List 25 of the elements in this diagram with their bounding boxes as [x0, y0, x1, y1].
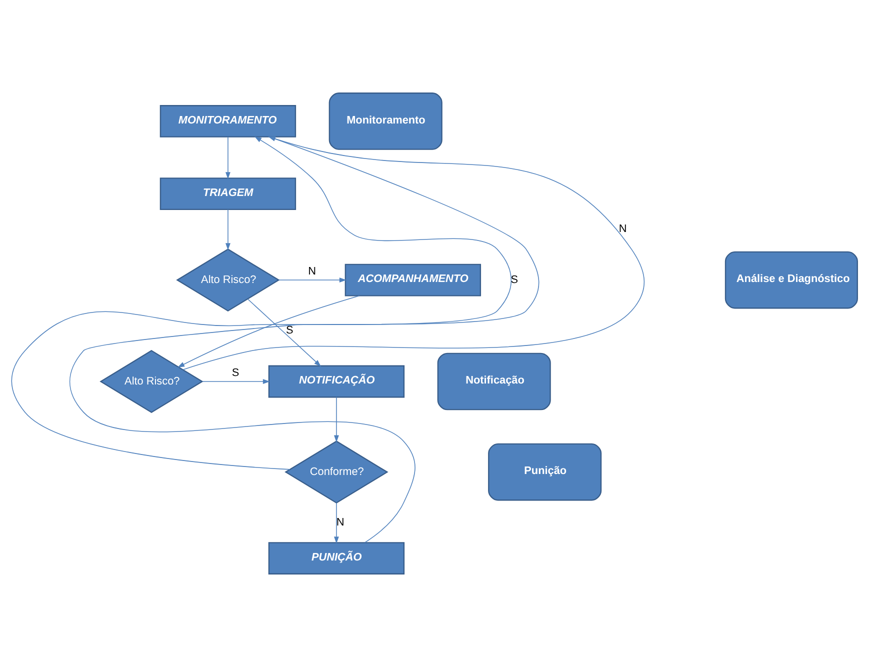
- edge-label: S: [286, 324, 294, 336]
- edge-label: N: [308, 265, 316, 278]
- arrow: [278, 277, 346, 282]
- node-diamond: Alto Risco?: [100, 349, 204, 412]
- arrow: [226, 208, 230, 250]
- edge-label: S: [232, 366, 240, 379]
- arrow: [177, 294, 360, 367]
- edge-label: N: [336, 516, 344, 528]
- node-box: NOTIFICAÇÃO: [268, 364, 405, 398]
- arrow: [334, 396, 339, 442]
- node-box: MONITORAMENTO: [160, 104, 296, 137]
- node-box: Punição: [488, 442, 602, 500]
- node-diamond: Alto Risco?: [176, 248, 280, 312]
- arrow: [202, 378, 270, 384]
- node-diamond: Conforme?: [284, 440, 388, 504]
- node-box: Monitoramento: [328, 92, 442, 150]
- node-box: Notificação: [437, 352, 551, 410]
- edge-label: N: [618, 222, 627, 235]
- node-box: Análise e Diagnóstico: [724, 250, 858, 308]
- arrow: [334, 502, 339, 544]
- arrow: [247, 298, 322, 366]
- node-box: PUNIÇÃO: [268, 542, 405, 574]
- node-box: ACOMPANHAMENTO: [344, 263, 482, 296]
- arrow: [226, 136, 230, 179]
- node-box: TRIAGEM: [160, 177, 296, 210]
